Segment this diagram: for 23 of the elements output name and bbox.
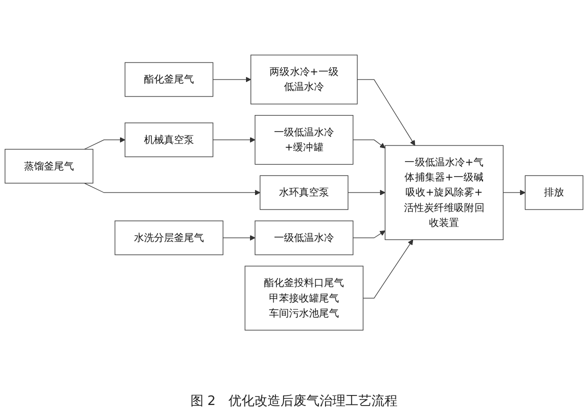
node-box: 蒸馏釜尾气 (4, 148, 94, 184)
arrow (502, 190, 526, 196)
node-box: 机械真空泵 (124, 122, 214, 157)
node-box: 水洗分层釜尾气 (114, 220, 224, 255)
node-box: 排放 (524, 175, 584, 210)
arrow (212, 136, 256, 142)
arrow (84, 182, 260, 196)
arrow (362, 239, 414, 298)
arrow (84, 136, 126, 150)
arrow (348, 190, 386, 196)
node-box: 酯化釜尾气 (124, 62, 214, 97)
node-box: 两级水冷+一级低温水冷 (250, 54, 358, 104)
arrow (352, 139, 386, 148)
node-box: 一级低温水冷+缓冲罐 (254, 114, 354, 165)
figure-caption: 图 2 优化改造后废气治理工艺流程 (190, 393, 398, 410)
arrow (212, 76, 252, 82)
arrow (352, 230, 386, 238)
node-box: 酯化釜投料口尾气 甲苯接收罐尾气 车间污水池尾气 (244, 266, 364, 330)
arrow (356, 79, 416, 146)
node-box: 一级低温水冷+气体捕集器+一级碱吸收+旋风除雾+活性炭纤维吸附回收装置 (384, 145, 504, 240)
node-box: 水环真空泵 (260, 175, 348, 210)
node-box: 一级低温水冷 (254, 220, 354, 255)
arrow (222, 234, 256, 240)
